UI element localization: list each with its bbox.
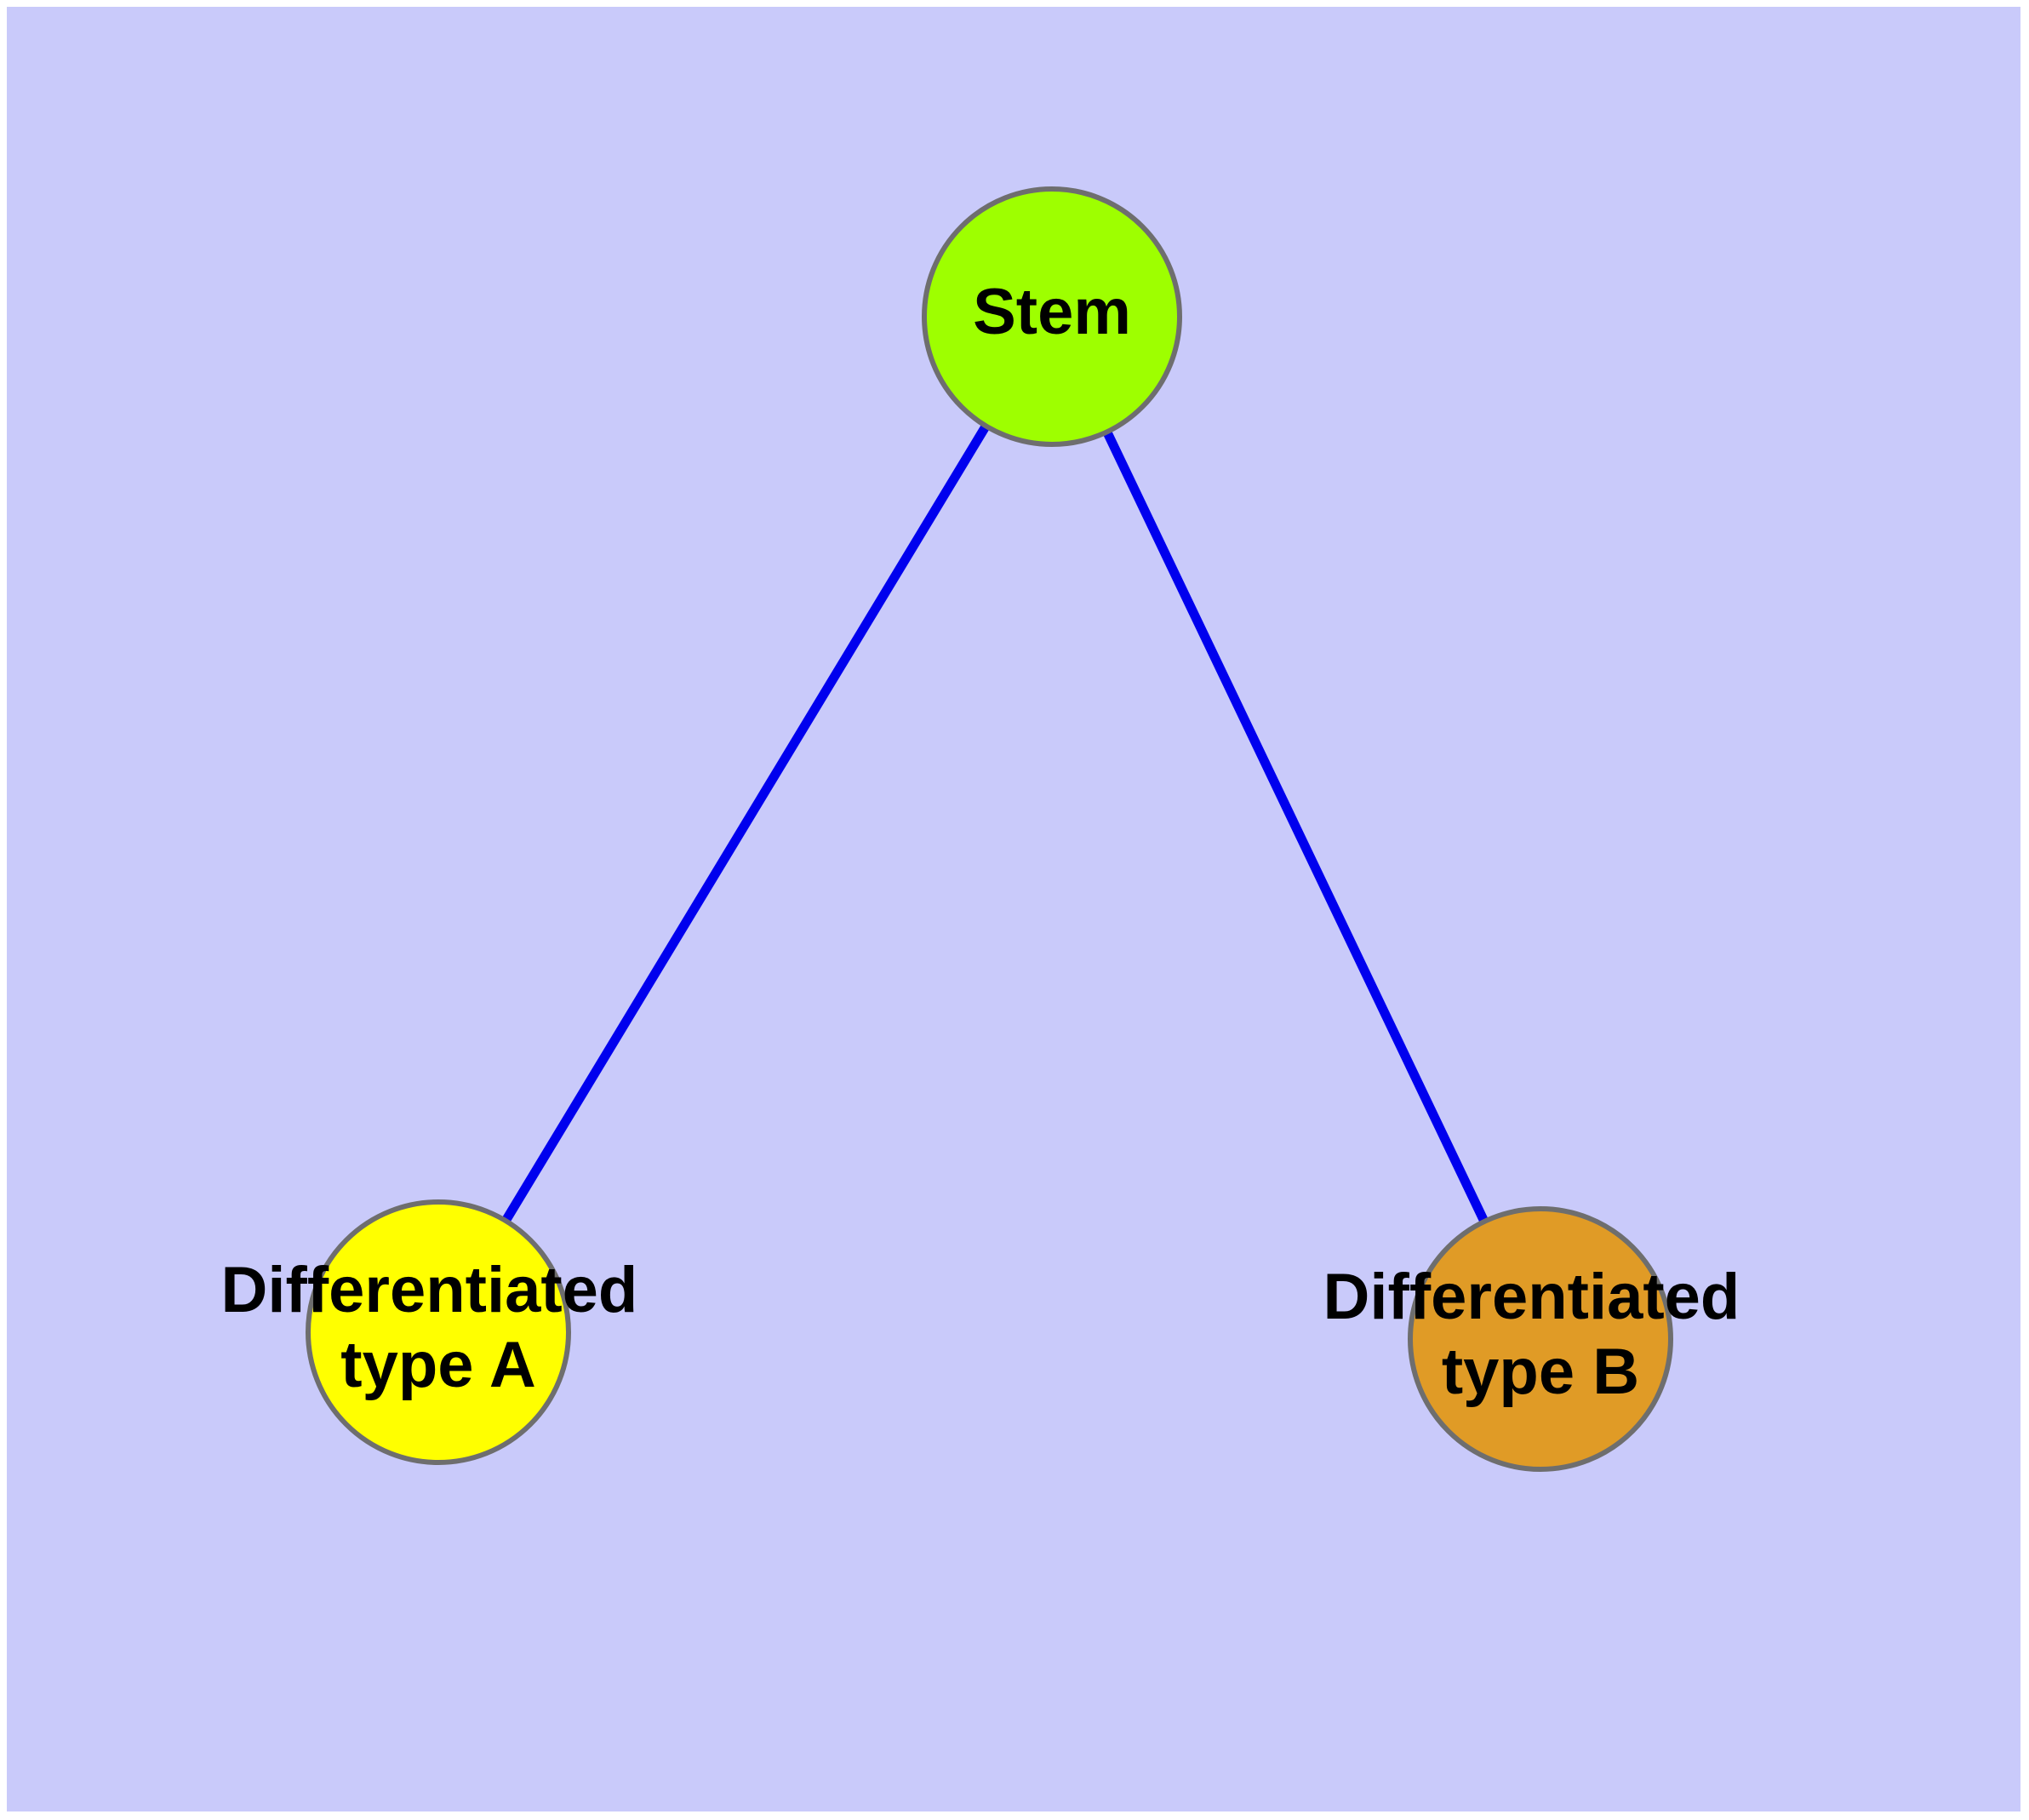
node-differentiated-type-a-group[interactable] [306, 1199, 571, 1465]
node-differentiated-type-b-circle[interactable] [1408, 1206, 1673, 1472]
node-differentiated-type-a-label-line-1: Differentiated [221, 1254, 638, 1326]
edge-stem-to-differentiated-type-a[interactable] [434, 314, 1056, 1335]
node-differentiated-type-a-circle[interactable] [306, 1199, 571, 1465]
node-differentiated-type-b-label-line-2: type B [1442, 1336, 1639, 1408]
node-differentiated-type-a-label: Differentiated type A [221, 1254, 656, 1401]
node-stem-label: Stem [973, 276, 1131, 348]
node-differentiated-type-b-label-line-1: Differentiated [1323, 1261, 1740, 1333]
node-stem-circle[interactable] [922, 186, 1182, 447]
node-differentiated-type-b-label: Differentiated type B [1323, 1261, 1758, 1408]
nodes-layer [306, 186, 1673, 1472]
node-stem-label-line-1: Stem [973, 276, 1131, 348]
node-labels-layer: Stem Differentiated type A Differentiate… [221, 276, 1758, 1408]
edges-layer [434, 314, 1545, 1342]
node-differentiated-type-b-group[interactable] [1408, 1206, 1673, 1472]
edge-stem-to-differentiated-type-b[interactable] [1048, 314, 1545, 1342]
node-differentiated-type-a-label-line-2: type A [340, 1329, 535, 1401]
node-stem-group[interactable] [922, 186, 1182, 447]
